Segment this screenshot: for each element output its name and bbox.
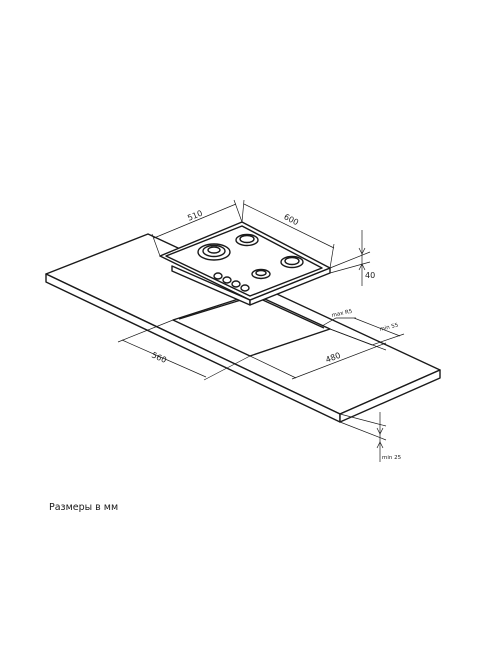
knob-4	[240, 284, 250, 292]
label-cutout-depth: 560	[150, 350, 168, 364]
dim-corner-radius: max R5	[321, 309, 356, 327]
dim-hob-height: 40	[329, 230, 375, 286]
burner-wok	[197, 243, 231, 261]
label-hob-height: 40	[365, 271, 375, 280]
countertop-side-edge	[339, 369, 441, 423]
control-knobs	[213, 272, 250, 292]
label-hob-width: 600	[282, 212, 300, 227]
dim-worktop-thickness: min 25	[339, 412, 402, 462]
knob-3	[231, 280, 241, 288]
units-caption: Размеры в мм	[49, 502, 119, 513]
burner-front	[251, 268, 271, 280]
label-corner-radius: max R5	[331, 309, 353, 319]
burner-rear	[235, 233, 259, 247]
hob-top-plate-inner	[165, 225, 323, 297]
burner-right	[280, 255, 304, 269]
knob-2	[222, 276, 232, 284]
countertop	[45, 233, 441, 423]
label-side-clearance: min 55	[379, 322, 399, 333]
label-worktop-thickness: min 25	[382, 455, 402, 461]
knob-1	[213, 272, 223, 280]
dim-hob-depth: 510	[151, 199, 243, 257]
